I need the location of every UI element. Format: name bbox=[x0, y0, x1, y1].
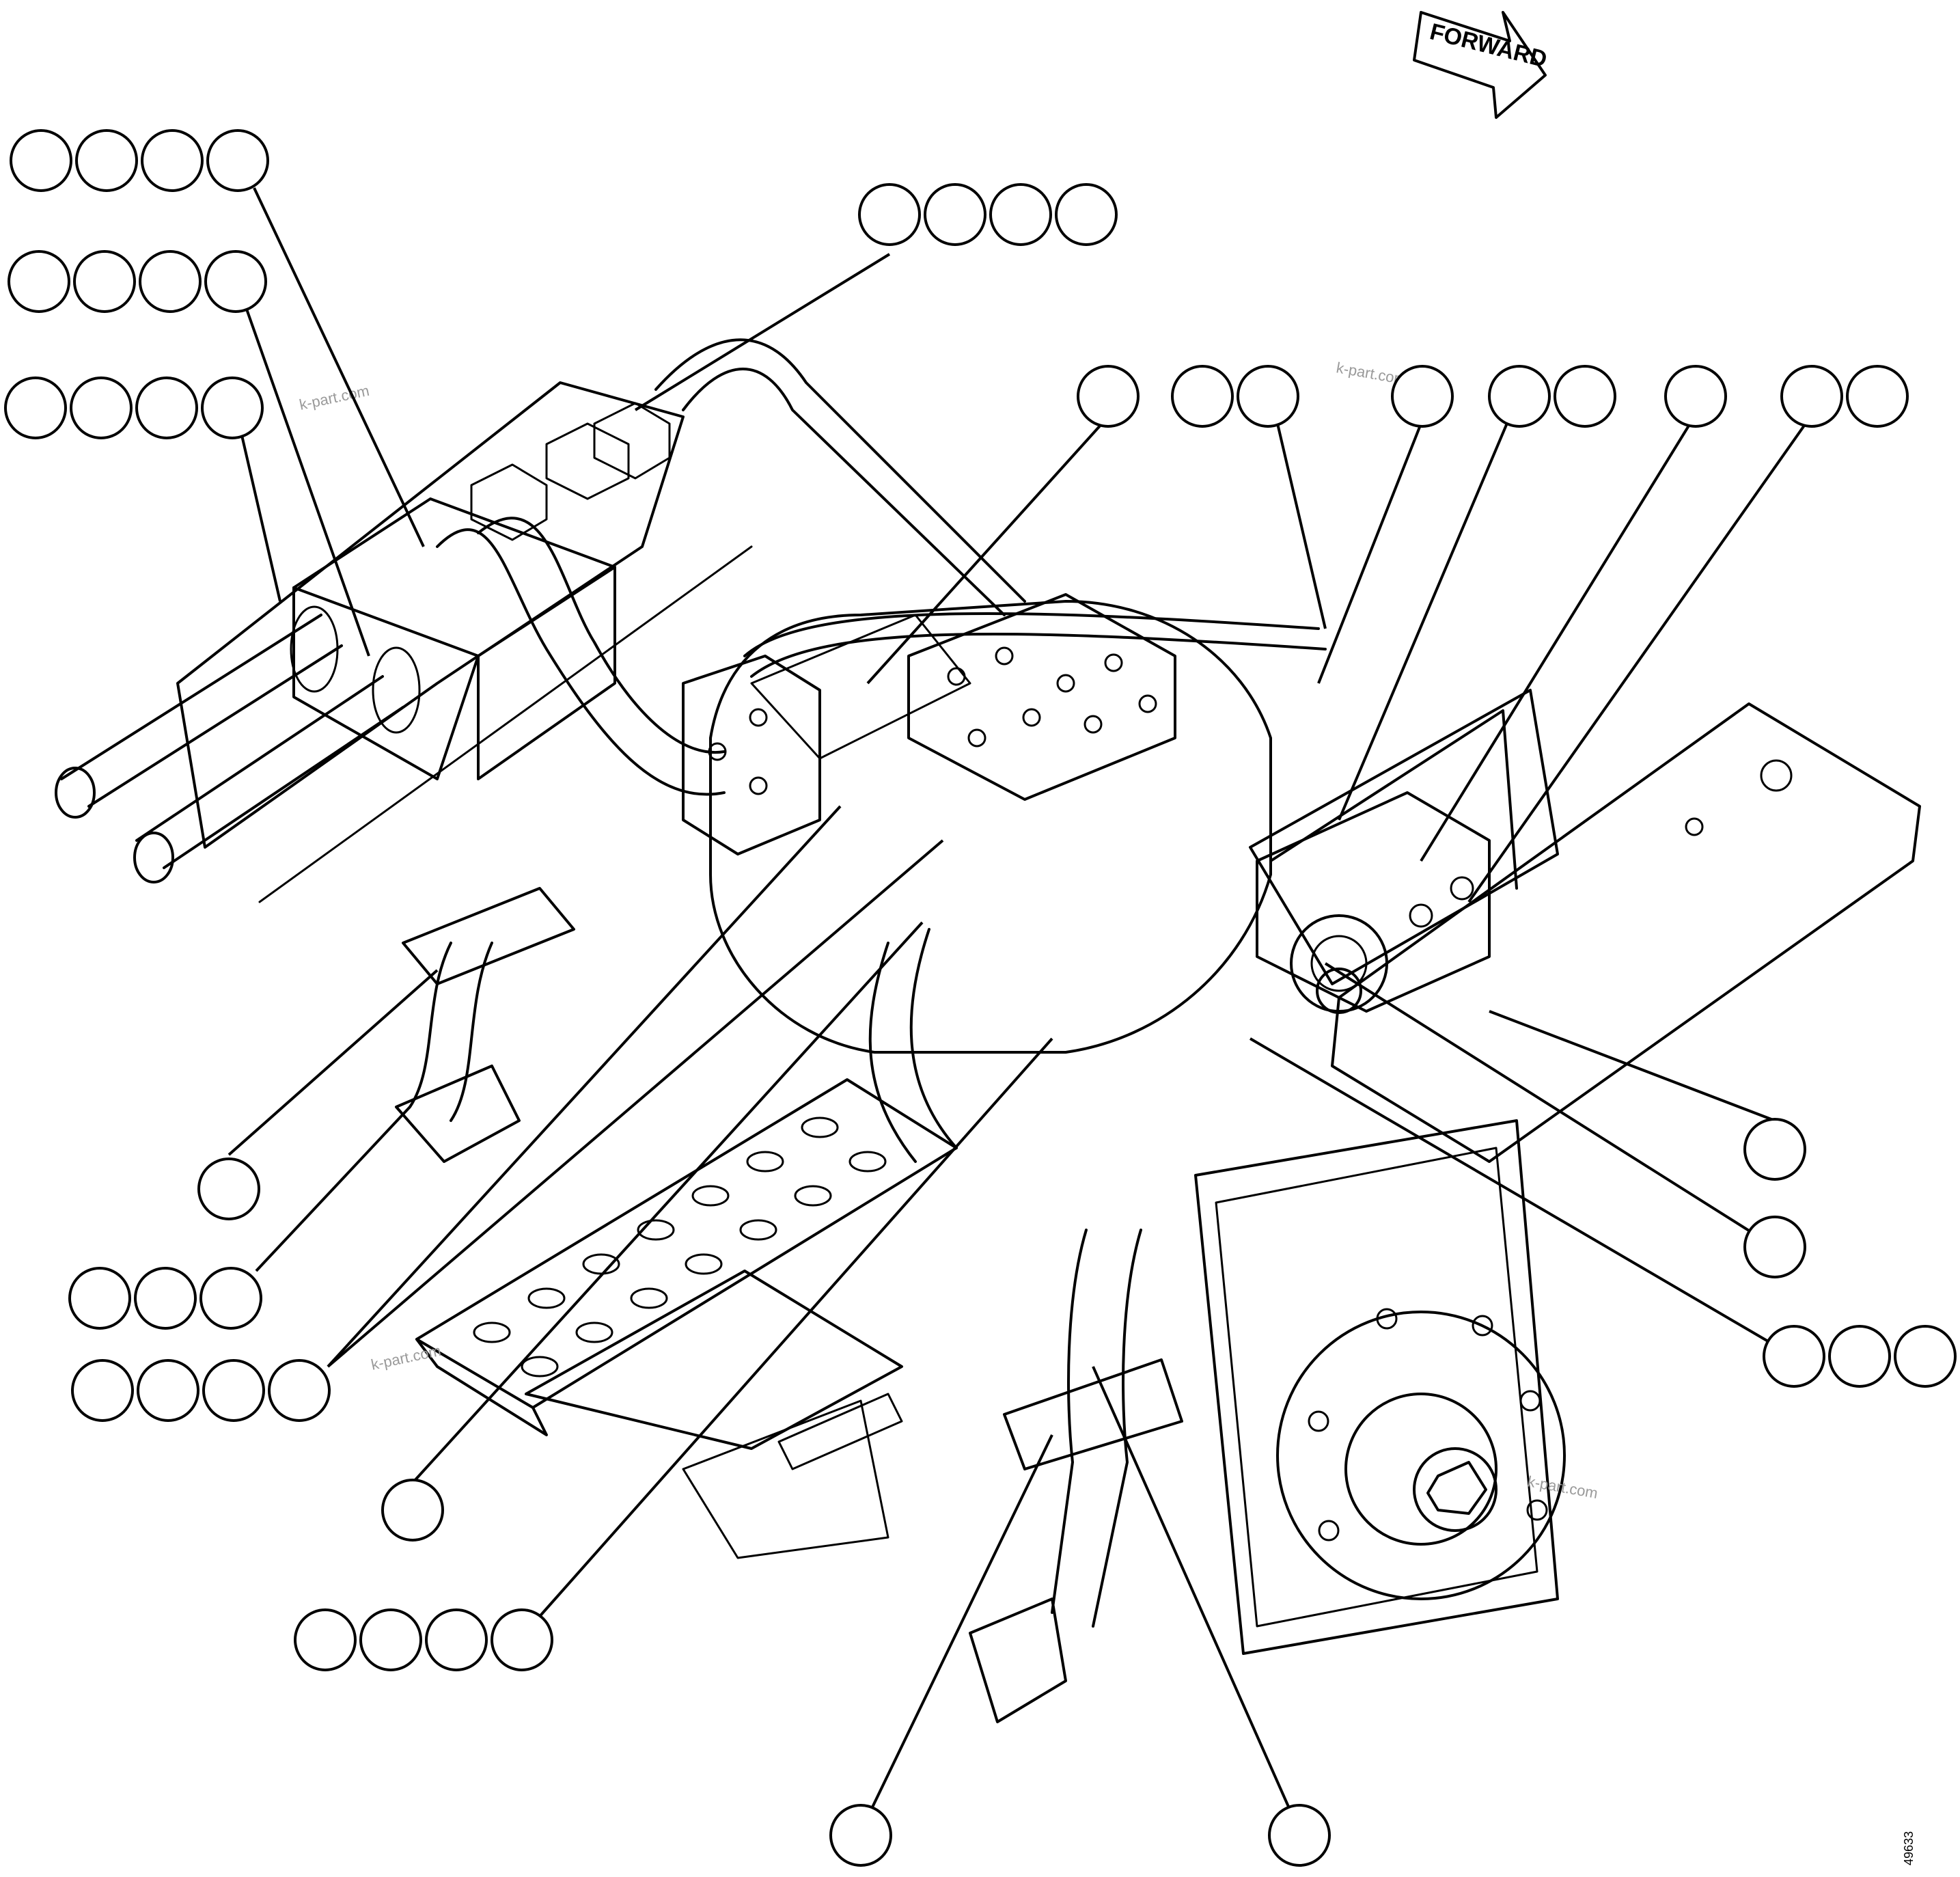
callout-circle bbox=[71, 1359, 134, 1422]
callout-circle bbox=[135, 376, 198, 439]
callout-circle bbox=[924, 183, 986, 246]
callout-circle bbox=[1077, 365, 1140, 428]
callout-circle bbox=[8, 250, 70, 313]
callout-circle bbox=[134, 1267, 197, 1330]
callout-circle bbox=[199, 1267, 262, 1330]
callout-circle bbox=[73, 250, 136, 313]
callout-circle bbox=[1488, 365, 1551, 428]
callout-circle bbox=[359, 1608, 422, 1671]
callout-circle bbox=[1055, 183, 1118, 246]
callout-circle bbox=[202, 1359, 265, 1422]
callout-circle bbox=[1743, 1216, 1806, 1278]
callout-circle bbox=[1828, 1325, 1891, 1388]
callout-circle bbox=[491, 1608, 553, 1671]
callout-circle bbox=[1780, 365, 1843, 428]
callout-circle bbox=[204, 250, 267, 313]
callout-circle bbox=[75, 129, 138, 192]
callout-circle bbox=[1763, 1325, 1825, 1388]
callout-circle bbox=[829, 1804, 892, 1867]
leader-lines bbox=[227, 187, 1812, 1832]
callout-circle bbox=[70, 376, 133, 439]
callout-circle bbox=[141, 129, 204, 192]
callout-circle bbox=[858, 183, 921, 246]
callout-circle bbox=[1554, 365, 1616, 428]
callout-circle bbox=[1237, 365, 1299, 428]
callout-circle bbox=[206, 129, 269, 192]
callout-circle bbox=[1664, 365, 1727, 428]
callout-circle bbox=[381, 1479, 444, 1542]
callout-circle bbox=[1894, 1325, 1957, 1388]
figure-number: 49633 bbox=[1902, 1831, 1916, 1865]
callout-circle bbox=[10, 129, 72, 192]
forward-arrow-icon: FORWARD bbox=[1413, 11, 1549, 119]
callout-circle bbox=[137, 1359, 199, 1422]
callout-circle bbox=[139, 250, 202, 313]
callout-circle bbox=[989, 183, 1052, 246]
callout-balloons bbox=[4, 129, 1957, 1867]
callout-circle bbox=[268, 1359, 331, 1422]
forward-arrow-label: FORWARD bbox=[1427, 18, 1549, 72]
callout-circle bbox=[1171, 365, 1234, 428]
callout-circle bbox=[4, 376, 67, 439]
callout-circle bbox=[425, 1608, 488, 1671]
watermark-text: k-part.com bbox=[370, 1342, 443, 1373]
callout-circle bbox=[1268, 1804, 1331, 1867]
callout-circle bbox=[197, 1157, 260, 1220]
callout-circle bbox=[1391, 365, 1454, 428]
callout-circle bbox=[1846, 365, 1909, 428]
callout-circle bbox=[1743, 1118, 1806, 1181]
callout-circle bbox=[294, 1608, 357, 1671]
machine-drawing bbox=[55, 338, 1921, 1723]
callout-circle bbox=[201, 376, 264, 439]
callout-circle bbox=[68, 1267, 131, 1330]
